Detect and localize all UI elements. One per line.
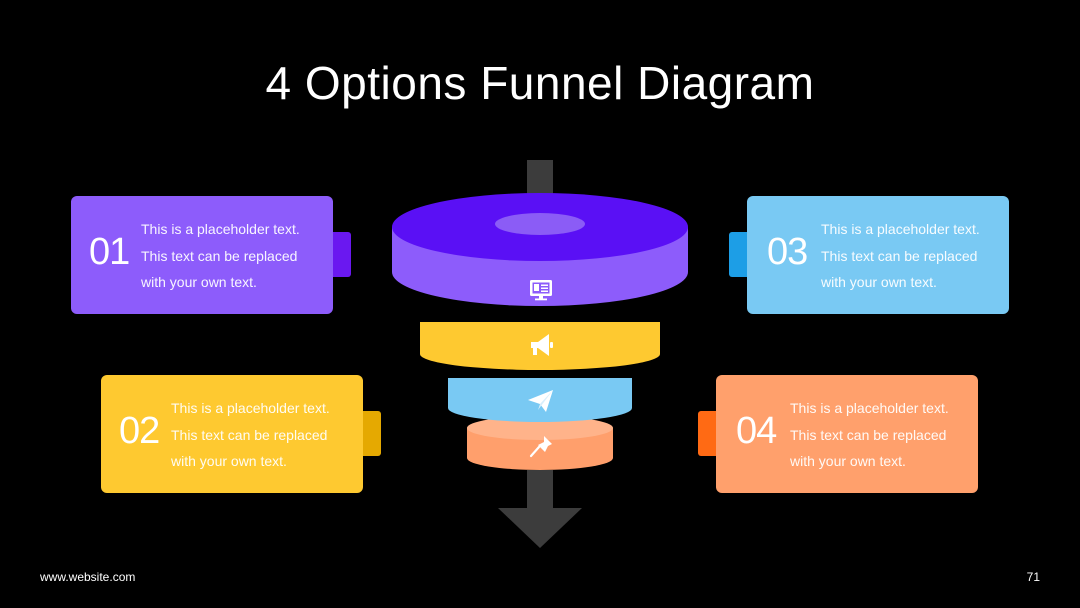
monitor-icon xyxy=(530,280,552,301)
funnel-layer-4 xyxy=(467,416,613,470)
funnel-shaft-bottom xyxy=(527,470,553,510)
option-text: This is a placeholder text. This text ca… xyxy=(141,221,300,290)
option-text: This is a placeholder text. This text ca… xyxy=(790,400,949,469)
funnel-arrow xyxy=(498,508,582,548)
footer-page-number: 71 xyxy=(1026,570,1040,584)
option-card-4: 04 This is a placeholder text. This text… xyxy=(698,375,978,493)
slide-title: 4 Options Funnel Diagram xyxy=(265,57,815,109)
option-number: 04 xyxy=(736,410,777,452)
option-text: This is a placeholder text. This text ca… xyxy=(821,221,980,290)
paper-plane-icon xyxy=(528,390,553,412)
option-card-3: 03 This is a placeholder text. This text… xyxy=(729,196,1009,314)
option-text: This is a placeholder text. This text ca… xyxy=(171,400,330,469)
option-card-2: 02 This is a placeholder text. This text… xyxy=(101,375,381,493)
option-connector-tab xyxy=(729,232,747,277)
option-connector-tab xyxy=(698,411,716,456)
option-number: 03 xyxy=(767,231,808,273)
option-number: 02 xyxy=(119,410,160,452)
funnel-layer-1 xyxy=(392,193,688,306)
option-connector-tab xyxy=(363,411,381,456)
option-connector-tab xyxy=(333,232,351,277)
option-number: 01 xyxy=(89,231,130,273)
pushpin-icon xyxy=(529,436,552,458)
footer-website: www.website.com xyxy=(40,570,136,584)
megaphone-icon xyxy=(531,334,553,356)
option-card-1: 01 This is a placeholder text. This text… xyxy=(71,196,351,314)
